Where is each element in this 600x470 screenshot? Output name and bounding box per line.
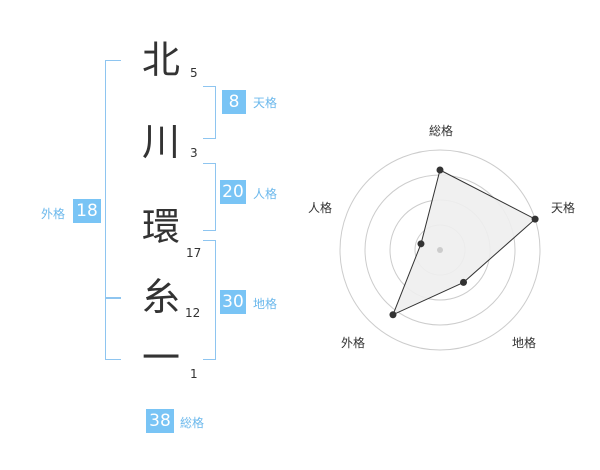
- chikaku-bracket: [203, 240, 216, 360]
- gaikaku-value-badge: 18: [73, 199, 101, 223]
- radar-axis-label-gaikaku: 外格: [341, 336, 366, 350]
- name-char-5: 一: [141, 336, 180, 380]
- chikaku-value-badge: 30: [220, 290, 246, 314]
- radar-axis-label-chikaku: 地格: [512, 336, 537, 350]
- gaikaku-bracket: [105, 60, 121, 360]
- tenkaku-label: 天格: [253, 96, 278, 110]
- stroke-count-3: 17: [186, 246, 202, 260]
- gaikaku-label: 外格: [41, 207, 66, 221]
- radar-data-polygon: [392, 169, 536, 316]
- radar-point-2: [460, 278, 468, 286]
- stroke-count-1: 5: [190, 66, 198, 80]
- stroke-count-4: 12: [185, 306, 201, 320]
- name-char-1: 北: [141, 38, 180, 82]
- radar-axis-label-tenkaku: 天格: [551, 201, 576, 215]
- radar-point-0: [436, 166, 444, 174]
- radar-data-points: [389, 166, 539, 319]
- radar-point-1: [531, 215, 539, 223]
- stroke-count-5: 1: [190, 367, 198, 381]
- stroke-count-2: 3: [190, 146, 198, 160]
- name-char-4: 糸: [141, 275, 180, 319]
- radar-ring-4: [339, 149, 541, 351]
- tenkaku-bracket: [203, 86, 216, 139]
- soukaku-label: 総格: [180, 416, 205, 430]
- radar-axis-label-soukaku: 総格: [429, 124, 454, 138]
- jinkaku-label: 人格: [253, 187, 278, 201]
- name-char-2: 川: [141, 120, 180, 164]
- name-char-3: 環: [141, 205, 180, 249]
- radar-point-4: [417, 240, 425, 248]
- radar-center-dot: [437, 247, 443, 253]
- radar-axis-label-jinkaku: 人格: [308, 201, 333, 215]
- gaikaku-bracket-divider: [105, 297, 121, 299]
- radar-point-3: [389, 311, 397, 319]
- soukaku-value-badge: 38: [146, 409, 174, 433]
- chikaku-label: 地格: [253, 297, 278, 311]
- jinkaku-value-badge: 20: [220, 180, 246, 204]
- tenkaku-value-badge: 8: [222, 90, 246, 114]
- jinkaku-bracket: [203, 163, 216, 231]
